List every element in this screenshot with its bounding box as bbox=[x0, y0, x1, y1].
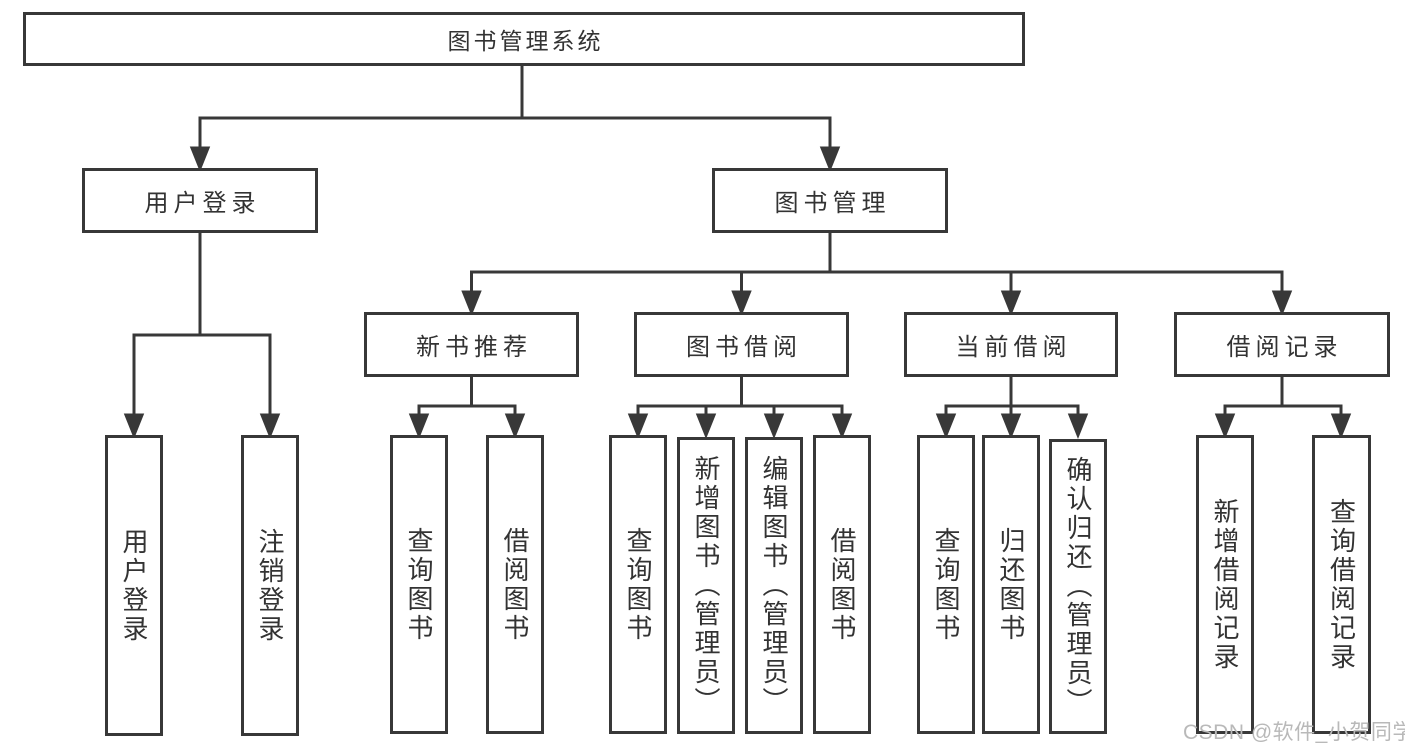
node-current-borrow-label: 当前借阅 bbox=[955, 334, 1072, 361]
leaf-bb-edit-books: 编辑图书（管理员） bbox=[745, 437, 803, 734]
leaf-logout-label: 注销登录 bbox=[255, 527, 285, 644]
leaf-logout: 注销登录 bbox=[241, 435, 299, 736]
leaf-br-query-record: 查询借阅记录 bbox=[1312, 435, 1371, 734]
connector-new-book-children bbox=[408, 377, 526, 440]
leaf-user-login-label: 用户登录 bbox=[119, 527, 149, 644]
node-user-login: 用户登录 bbox=[82, 168, 318, 233]
node-borrow-records-label: 借阅记录 bbox=[1226, 334, 1343, 361]
leaf-bb-borrow-books: 借阅图书 bbox=[813, 435, 871, 734]
node-new-book-recommend: 新书推荐 bbox=[364, 312, 579, 377]
leaf-cb-query-books-label: 查询图书 bbox=[931, 526, 961, 643]
leaf-bb-add-books-label: 新增图书（管理员） bbox=[691, 455, 721, 716]
leaf-nb-query-books-label: 查询图书 bbox=[404, 526, 434, 643]
leaf-cb-return-books-label: 归还图书 bbox=[996, 526, 1026, 643]
node-book-management: 图书管理 bbox=[712, 168, 948, 233]
connector-current-borrow-children bbox=[935, 377, 1089, 440]
leaf-cb-query-books: 查询图书 bbox=[917, 435, 975, 734]
leaf-user-login: 用户登录 bbox=[105, 435, 163, 736]
node-book-borrow: 图书借阅 bbox=[634, 312, 849, 377]
leaf-bb-query-books: 查询图书 bbox=[609, 435, 667, 734]
leaf-bb-add-books: 新增图书（管理员） bbox=[677, 437, 735, 734]
node-borrow-records: 借阅记录 bbox=[1174, 312, 1390, 377]
leaf-nb-query-books: 查询图书 bbox=[390, 435, 448, 734]
leaf-br-add-record: 新增借阅记录 bbox=[1196, 435, 1254, 734]
leaf-cb-return-books: 归还图书 bbox=[982, 435, 1040, 734]
leaf-cb-confirm-return-label: 确认归还（管理员） bbox=[1063, 456, 1093, 717]
node-root: 图书管理系统 bbox=[23, 12, 1025, 66]
leaf-bb-borrow-books-label: 借阅图书 bbox=[827, 526, 857, 643]
leaf-nb-borrow-books-label: 借阅图书 bbox=[500, 526, 530, 643]
node-root-label: 图书管理系统 bbox=[447, 28, 604, 54]
leaf-cb-confirm-return: 确认归还（管理员） bbox=[1049, 439, 1107, 734]
connector-user-login-children bbox=[123, 233, 281, 440]
leaf-bb-query-books-label: 查询图书 bbox=[623, 526, 653, 643]
node-book-management-label: 图书管理 bbox=[774, 190, 891, 217]
leaf-br-add-record-label: 新增借阅记录 bbox=[1210, 497, 1240, 672]
leaf-nb-borrow-books: 借阅图书 bbox=[486, 435, 544, 734]
leaf-bb-edit-books-label: 编辑图书（管理员） bbox=[759, 455, 789, 716]
node-user-login-label: 用户登录 bbox=[144, 190, 261, 217]
connector-book-management-children bbox=[461, 233, 1293, 317]
node-book-borrow-label: 图书借阅 bbox=[686, 334, 802, 361]
connector-book-borrow-children bbox=[627, 377, 853, 440]
node-current-borrow: 当前借阅 bbox=[904, 312, 1118, 377]
node-new-book-recommend-label: 新书推荐 bbox=[416, 334, 532, 361]
connector-root-to-level1 bbox=[189, 66, 841, 173]
connector-borrow-records-children bbox=[1214, 377, 1352, 440]
csdn-watermark: CSDN @软件_小贺同学 bbox=[1183, 721, 1405, 744]
leaf-br-query-record-label: 查询借阅记录 bbox=[1326, 497, 1357, 672]
